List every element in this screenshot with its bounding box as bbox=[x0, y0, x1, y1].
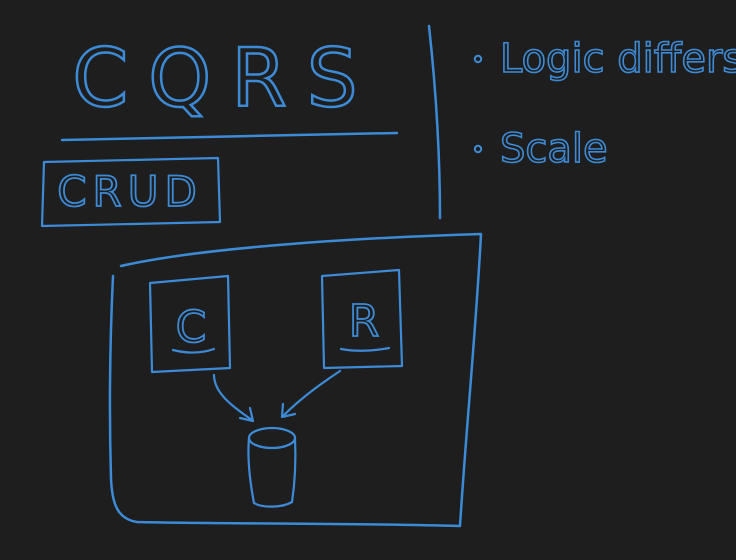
query-label: R bbox=[349, 296, 380, 347]
command-label: C bbox=[176, 302, 207, 353]
bullet-logic-differs: Logic differs bbox=[500, 36, 736, 82]
crud-box bbox=[40, 156, 222, 228]
bullet-dot-icon bbox=[473, 54, 483, 64]
title-underline bbox=[60, 131, 399, 142]
query-underline bbox=[339, 346, 391, 352]
arrow-down-icon bbox=[212, 373, 255, 423]
vertical-divider bbox=[427, 24, 442, 220]
title-text: CQRS bbox=[72, 32, 377, 125]
crud-label: CRUD bbox=[57, 167, 203, 216]
bullet-scale: Scale bbox=[500, 126, 608, 172]
command-underline bbox=[171, 347, 216, 354]
command-box bbox=[148, 274, 232, 374]
database-cylinder-icon bbox=[247, 426, 297, 508]
query-box bbox=[320, 268, 404, 370]
system-boundary bbox=[108, 232, 483, 528]
bullet-dot-icon bbox=[473, 144, 483, 154]
arrow-down-icon bbox=[280, 369, 342, 419]
